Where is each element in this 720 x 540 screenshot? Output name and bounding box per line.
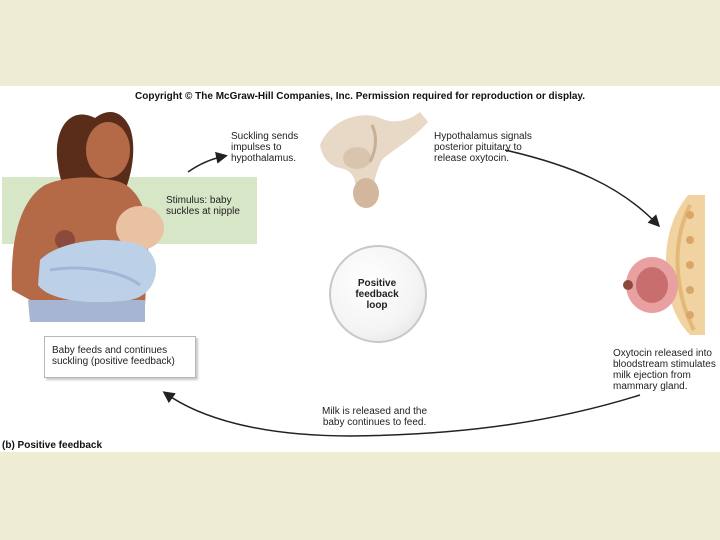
oxytocin-label: Oxytocin released into bloodstream stimu… [613, 348, 716, 392]
hypothalamus-pituitary-illustration [320, 112, 428, 208]
suckling-label: Suckling sends impulses to hypothalamus. [231, 131, 299, 164]
arrow-to-baby-feeds [162, 391, 641, 437]
positive-feedback-loop-label: Positive feedback loop [355, 278, 399, 311]
baby-feeds-label: Baby feeds and continues suckling (posit… [52, 345, 175, 367]
baby-feeds-box [44, 336, 196, 378]
positive-feedback-loop-circle [329, 245, 427, 343]
baby-illustration [38, 206, 164, 303]
arrow-to-mammary-gland [504, 149, 661, 228]
figure-caption: (b) Positive feedback [2, 440, 103, 451]
copyright-notice: Copyright © The McGraw-Hill Companies, I… [135, 91, 586, 102]
arrow-to-hypothalamus [187, 151, 228, 173]
hypothalamus-label: Hypothalamus signals posterior pituitary… [434, 131, 532, 164]
mammary-gland-illustration [623, 195, 705, 335]
milk-released-label: Milk is released and the baby continues … [322, 406, 428, 428]
stimulus-label: Stimulus: baby suckles at nipple [166, 195, 240, 217]
